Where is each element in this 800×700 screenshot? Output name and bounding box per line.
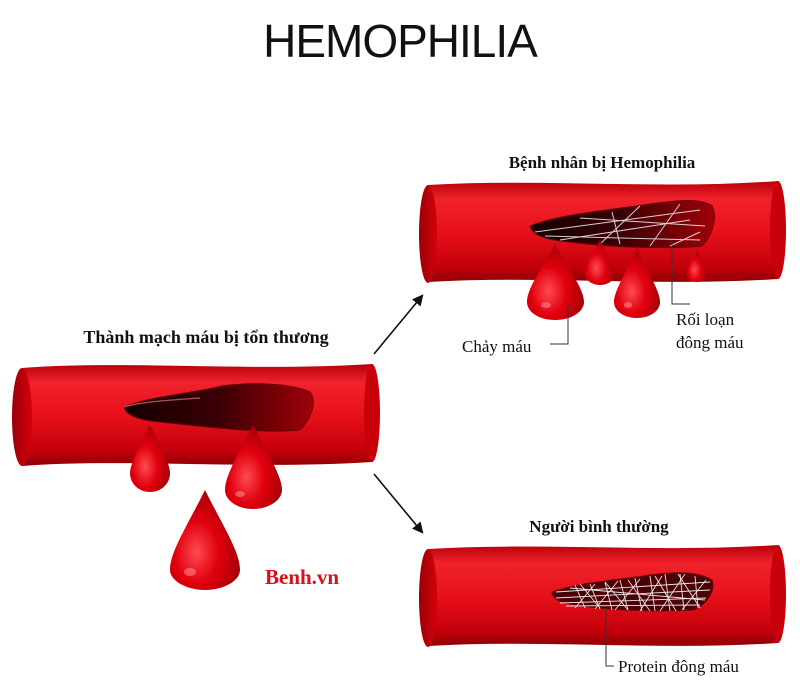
blood-drop: [130, 425, 170, 492]
hemophilia-vessel: [419, 181, 786, 283]
label-damaged-vessel: Thành mạch máu bị tổn thương: [83, 327, 328, 347]
callout-line-clotting-disorder: [671, 240, 690, 305]
label-clotting-protein: Protein đông máu: [618, 657, 739, 676]
clot-fibers-sparse: [534, 203, 706, 247]
label-clotting-disorder-line1: Rối loạn: [676, 310, 735, 329]
label-clotting-disorder-line2: đông máu: [676, 333, 744, 352]
page-title: HEMOPHILIA: [263, 15, 538, 67]
blood-drop: [687, 250, 707, 282]
brand-logo: Benh.vn: [265, 565, 339, 589]
callout-line-clotting-protein: [605, 608, 614, 667]
label-normal-person: Người bình thường: [529, 517, 669, 536]
blood-drop: [170, 490, 240, 590]
arrow-to-hemophilia: [373, 294, 424, 355]
damaged-vessel: [12, 364, 380, 466]
clot-fibers-dense: [555, 573, 711, 612]
blood-drop: [585, 240, 615, 285]
blood-drop: [527, 244, 584, 320]
normal-vessel: [419, 545, 786, 647]
blood-drop: [225, 425, 282, 509]
blood-drop: [614, 248, 660, 318]
arrow-to-normal: [373, 473, 424, 534]
label-hemophilia-patient: Bệnh nhân bị Hemophilia: [509, 153, 696, 172]
callout-line-bleeding: [550, 304, 569, 345]
label-bleeding: Chảy máu: [462, 337, 532, 356]
